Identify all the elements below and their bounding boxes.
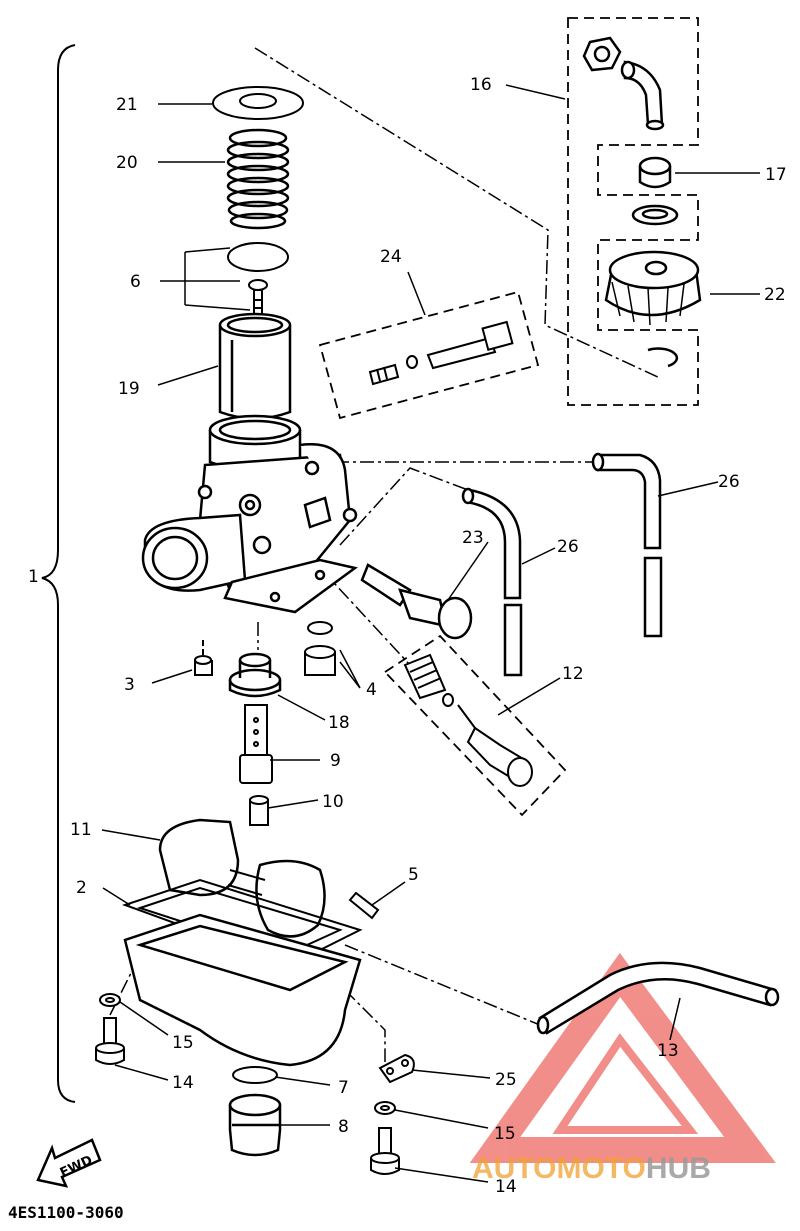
part-8-plug: [228, 1093, 282, 1157]
diagram-code: 4ES1100-3060: [8, 1203, 124, 1222]
label-13: 13: [657, 1041, 679, 1061]
part-5-pin: [348, 891, 380, 920]
label-4: 4: [366, 680, 377, 700]
label-5: 5: [408, 865, 419, 885]
label-8: 8: [338, 1117, 349, 1137]
clip-ring: [647, 347, 679, 368]
part-14-screw-left: [95, 1017, 125, 1065]
fwd-arrow-icon: FWD: [36, 1138, 102, 1188]
part-20-spring: [226, 128, 290, 230]
part-7-o-ring: [232, 1066, 278, 1084]
label-6: 6: [130, 272, 141, 292]
part-3-jet: [194, 640, 213, 676]
part-22-cap: [604, 250, 702, 326]
part-12-pilot-screw: [403, 653, 533, 787]
kit-box-24: [318, 290, 540, 420]
label-11: 11: [70, 820, 92, 840]
label-25: 25: [495, 1070, 517, 1090]
label-9: 9: [330, 751, 341, 771]
part-17-seal: [631, 156, 679, 226]
label-21: 21: [116, 95, 138, 115]
label-26-left: 26: [557, 537, 579, 557]
watermark-part2: HUB: [646, 1152, 711, 1185]
label-15-right: 15: [494, 1124, 516, 1144]
label-2: 2: [76, 878, 87, 898]
assembly-bracket: [41, 44, 76, 1103]
watermark-text: AUTOMOTOHUB: [472, 1152, 711, 1185]
label-16: 16: [470, 75, 492, 95]
label-3: 3: [124, 675, 135, 695]
part-24-stop-screw: [368, 320, 514, 386]
part-15-washer-left: [99, 993, 121, 1007]
leader-screw-14: [109, 964, 136, 1016]
part-19-slide: [218, 312, 292, 420]
label-26-right: 26: [718, 472, 740, 492]
label-12: 12: [562, 664, 584, 684]
label-19: 19: [118, 379, 140, 399]
leader-drain-hose: [344, 944, 541, 1026]
part-10-main-jet: [249, 795, 269, 826]
part-26-hose-right: [591, 452, 663, 638]
leader-hose-26-left: [339, 467, 469, 546]
label-18: 18: [328, 713, 350, 733]
label-17: 17: [765, 165, 787, 185]
part-14-screw-right: [370, 1127, 400, 1175]
part-11-floats: [158, 818, 326, 938]
leader-bracket-25: [344, 989, 386, 1062]
leader-cap-to-clip: [254, 47, 661, 379]
label-14-right: 14: [495, 1177, 517, 1197]
label-22: 22: [764, 285, 786, 305]
label-10: 10: [322, 792, 344, 812]
part-13-hose: [536, 961, 780, 1035]
automotohub-logo-icon: [469, 952, 776, 1163]
part-18-holder: [228, 652, 282, 698]
float-bowl: [123, 913, 362, 1067]
leader-pilot-screw: [321, 569, 411, 666]
part-15-washer-right: [374, 1101, 396, 1115]
label-15-left: 15: [172, 1033, 194, 1053]
label-1: 1: [28, 567, 39, 587]
part-16-fitting: [582, 36, 665, 131]
watermark-part1: AUTOMOTO: [472, 1152, 646, 1185]
part-25-bracket: [378, 1053, 415, 1084]
part-26-hose-left: [461, 487, 523, 677]
kit-box-12: [383, 634, 567, 817]
kit-box-16-22: [567, 17, 699, 406]
part-23-plunger: [360, 563, 473, 640]
carburetor-body: [141, 414, 358, 614]
part-4-screws: [304, 621, 336, 676]
label-14-left: 14: [172, 1073, 194, 1093]
label-23: 23: [462, 528, 484, 548]
label-7: 7: [338, 1078, 349, 1098]
part-9-needle-jet: [239, 704, 273, 784]
part-21-washer: [212, 86, 304, 120]
label-20: 20: [116, 153, 138, 173]
label-24: 24: [380, 247, 402, 267]
